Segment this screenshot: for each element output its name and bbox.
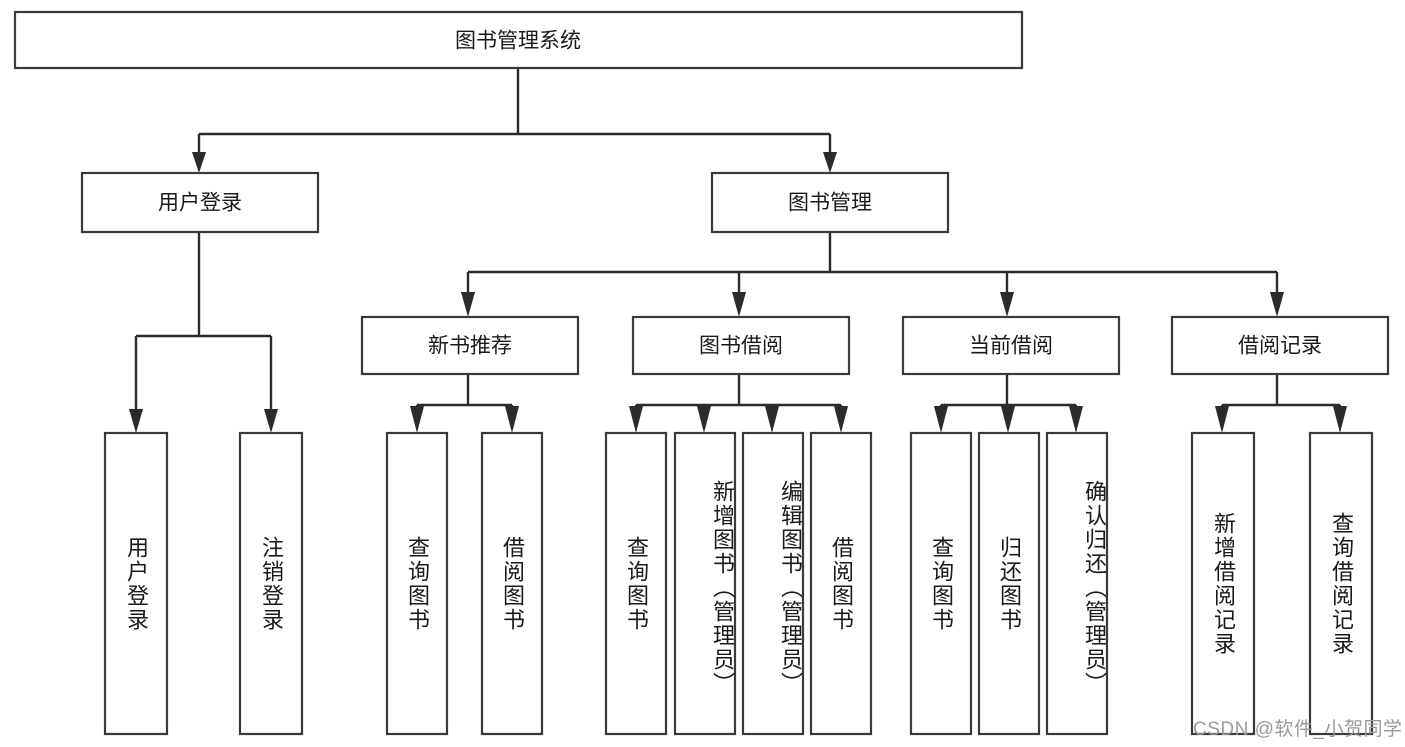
arrow-head-leaf-user-logout (264, 409, 278, 433)
leaf-cur-confirm-return-box[interactable] (1045, 431, 1109, 736)
leaf-cur-query-book-box[interactable] (909, 431, 973, 736)
leaf-borrow-edit-book-box[interactable] (741, 431, 805, 736)
arrow-head-borrow-add-book (697, 406, 711, 433)
node-current-borrow-label: 当前借阅 (969, 335, 1053, 358)
arrow-head-new-book-rec (461, 292, 475, 317)
node-book-manage-label: 图书管理 (788, 192, 872, 215)
leaf-borrow-query-book-box[interactable] (604, 431, 668, 736)
arrow-head-rec-borrow-book (505, 406, 519, 433)
leaf-rec-query-book-box[interactable] (385, 431, 449, 736)
node-book-borrow-box[interactable] (631, 315, 851, 376)
leaf-borrow-add-book-box[interactable] (673, 431, 737, 736)
arrow-head-user-login (192, 152, 206, 173)
nodes-layer: 图书管理系统 用户登录 图书管理 新书推荐 图书借阅 当前借阅 借阅记录 (13, 10, 1390, 736)
node-book-manage-box[interactable] (710, 171, 950, 234)
leaf-user-login-box[interactable] (103, 431, 169, 736)
arrow-head-current-borrow (1000, 292, 1014, 317)
arrow-head-borrow-edit-book (765, 406, 779, 433)
arrow-head-borrow-query-book (629, 406, 643, 433)
arrow-head-borrow-borrow-book (834, 406, 848, 433)
leaf-rec-query-record-box[interactable] (1308, 431, 1374, 736)
node-borrow-record-box[interactable] (1170, 315, 1390, 376)
connectors-layer (129, 68, 1347, 433)
node-root-label: 图书管理系统 (455, 30, 581, 53)
leaf-cur-return-book-box[interactable] (977, 431, 1041, 736)
leaf-borrow-borrow-book-box[interactable] (809, 431, 873, 736)
node-new-book-rec-box[interactable] (360, 315, 580, 376)
node-new-book-rec-label: 新书推荐 (428, 335, 512, 358)
arrow-head-cur-return-book (1001, 406, 1015, 433)
node-book-borrow-label: 图书借阅 (699, 335, 783, 358)
arrow-head-rec-add-record (1215, 406, 1229, 433)
leaf-rec-add-record-box[interactable] (1190, 431, 1256, 736)
arrow-head-leaf-user-login (129, 409, 143, 433)
node-current-borrow-box[interactable] (901, 315, 1121, 376)
arrow-head-cur-confirm-return (1069, 406, 1083, 433)
node-user-login-label: 用户登录 (158, 192, 242, 215)
csdn-watermark: CSDN @软件_小贺同学 (1193, 719, 1403, 740)
leaf-rec-borrow-book-box[interactable] (480, 431, 544, 736)
node-user-login-box[interactable] (80, 171, 320, 234)
arrow-head-cur-query-book (934, 406, 948, 433)
arrow-head-borrow-record (1270, 292, 1284, 317)
arrow-head-book-borrow (732, 292, 746, 317)
arrow-head-rec-query-record (1333, 406, 1347, 433)
arrow-head-book-manage (823, 152, 837, 173)
arrow-head-rec-query-book (410, 406, 424, 433)
leaf-user-logout-box[interactable] (238, 431, 304, 736)
node-borrow-record-label: 借阅记录 (1238, 335, 1322, 358)
node-root-box[interactable] (13, 10, 1024, 70)
